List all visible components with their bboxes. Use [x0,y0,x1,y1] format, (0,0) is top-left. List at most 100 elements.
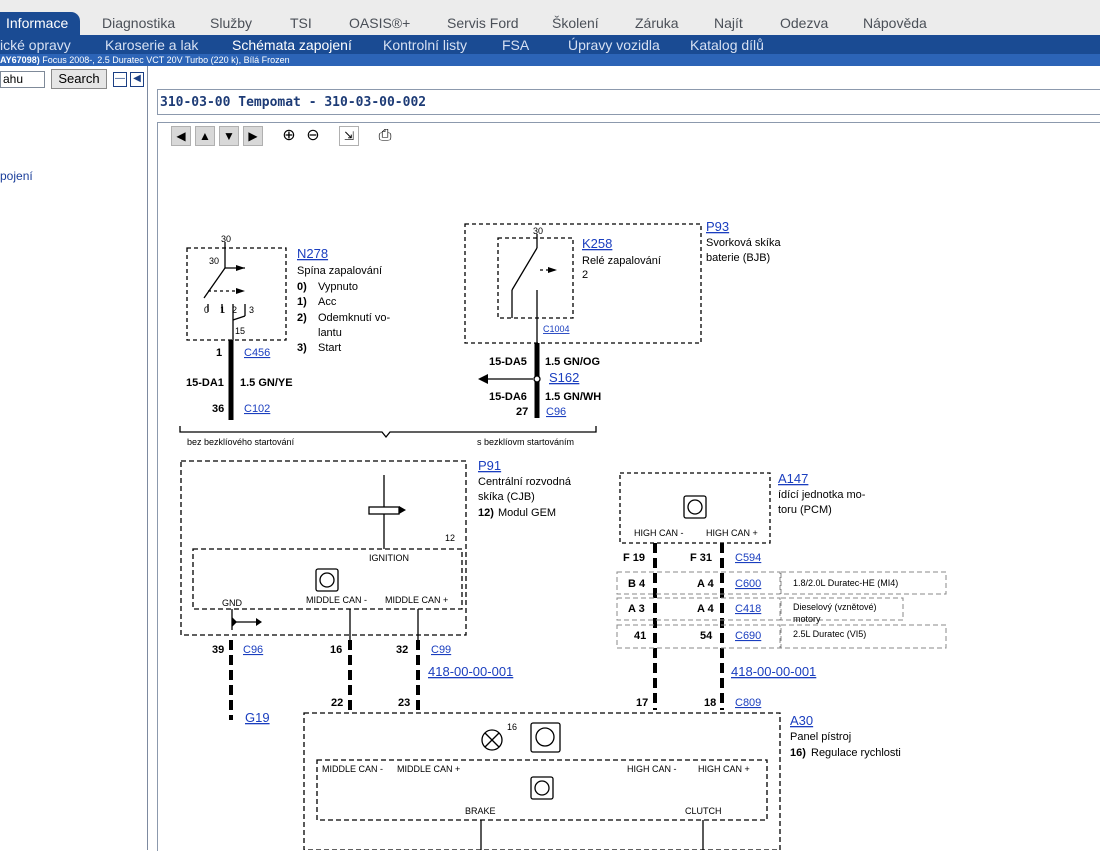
tab-diagnostika[interactable]: Diagnostika [102,15,176,31]
n278-pin-2: 2 [232,305,237,315]
p91-desc-2: skíka (CJB) [478,491,535,503]
n278-item-1: Acc [318,296,337,308]
c809-link[interactable]: C809 [735,697,761,709]
n278-title: Spína zapalování [297,265,382,277]
title-frame [157,89,1100,115]
pin-22: 22 [331,697,343,709]
c1004-link[interactable]: C1004 [543,324,570,334]
n278-item-3: Start [318,342,341,354]
gnd-label: GND [222,598,243,608]
subtab-upravy[interactable]: Úpravy vozidla [568,37,660,53]
arrow-left-icon[interactable]: ◀ [171,126,191,146]
c594-link[interactable]: C594 [735,552,761,564]
c96-link-bottom[interactable]: C96 [243,644,263,656]
c690-link[interactable]: C690 [735,630,761,642]
subtab-kontrolni-listy[interactable]: Kontrolní listy [383,37,468,53]
subtab-fsa[interactable]: FSA [502,37,530,53]
n278-item-2-num: 2) [297,312,307,324]
brace-label-left: bez bezklíového startování [187,437,295,447]
pcm-row-2-note-b: motory [793,614,821,624]
pin-32: 32 [396,644,408,656]
arrow-up-icon[interactable]: ▲ [195,126,215,146]
c99-link[interactable]: C99 [431,644,451,656]
g19-link[interactable]: G19 [245,710,270,725]
collapse-button[interactable]: — [113,72,127,87]
c96-link-top[interactable]: C96 [546,406,566,418]
n278-item-3-num: 3) [297,342,307,354]
p93-link[interactable]: P93 [706,219,729,234]
pcm-row-2-left: A 3 [628,603,645,615]
pcm-row-3-left: 41 [634,630,646,642]
n278-item-0-num: 0) [297,281,307,293]
k258-link[interactable]: K258 [582,236,612,251]
tab-odezva[interactable]: Odezva [780,15,829,31]
zoom-out-icon[interactable]: ⊖ [306,127,320,144]
diagram-frame [157,122,1100,851]
tab-informace[interactable]: Informace [0,12,81,35]
arrow-right-icon[interactable]: ▶ [243,126,263,146]
fit-view-icon[interactable]: ⇲ [339,126,359,146]
p91-link[interactable]: P91 [478,458,501,473]
n278-pin-15: 15 [235,326,245,336]
brake-label: BRAKE [465,806,496,816]
n278-item-2b: lantu [318,327,342,339]
tab-skoleni[interactable]: Školení [552,15,599,31]
subtab-katalog[interactable]: Katalog dílů [690,37,764,53]
arrow-down-icon[interactable]: ▼ [219,126,239,146]
a30-link[interactable]: A30 [790,713,813,728]
wire-spec-gn-wh: 1.5 GN/WH [545,391,601,403]
search-input[interactable] [0,71,45,88]
tab-servis-ford[interactable]: Servis Ford [447,15,519,31]
page-title: 310-03-00 Tempomat - 310-03-00-002 [160,95,427,110]
pcm-row-1-right: A 4 [697,578,715,590]
a147-hcan-plus: HIGH CAN + [706,528,758,538]
c600-link[interactable]: C600 [735,578,761,590]
n278-item-2: Odemknutí vo- [318,312,390,324]
tab-napoveda[interactable]: Nápověda [863,15,927,31]
a30-mcan-plus: MIDDLE CAN + [397,764,460,774]
zoom-in-icon[interactable]: ⊕ [282,127,296,144]
vehicle-info-bar: AY67098) Focus 2008-, 2.5 Duratec VCT 20… [0,54,1100,66]
a147-link[interactable]: A147 [778,471,808,486]
n278-pin-3: 3 [249,305,254,315]
n278-pin-left: 30 [209,256,219,266]
a30-desc-2: Regulace rychlosti [811,747,901,759]
pcm-row-3-note: 2.5L Duratec (VI5) [793,629,866,639]
c418-link[interactable]: C418 [735,603,761,615]
tab-zaruka[interactable]: Záruka [635,15,679,31]
print-icon[interactable]: ⎙ [378,127,392,144]
p93-desc-2: baterie (BJB) [706,252,770,264]
c102-link[interactable]: C102 [244,403,270,415]
tab-oasis[interactable]: OASIS®+ [349,15,411,31]
pcm-row-2-note: Dieselový (vznětové) [793,602,877,612]
pcm-row-0-left: F 19 [623,552,645,564]
n278-pin-1: 1 [220,305,225,315]
content-area: 310-03-00 Tempomat - 310-03-00-002 ◀ ▲ ▼… [148,66,1100,851]
s162-link[interactable]: S162 [549,370,579,385]
pcm-row-2-right: A 4 [697,603,715,615]
pcm-row-0-right: F 31 [690,552,712,564]
n278-link[interactable]: N278 [297,246,328,261]
hide-pane-button[interactable]: ◀ [130,72,144,87]
circuit-15-da6: 15-DA6 [489,391,527,403]
search-button[interactable]: Search [51,69,107,89]
ref-418-left[interactable]: 418-00-00-001 [428,664,513,679]
a30-desc-2-num: 16) [790,747,806,759]
a30-desc-1: Panel pístroj [790,731,851,743]
subtab-opravy[interactable]: ické opravy [0,37,71,53]
circuit-15-da5: 15-DA5 [489,356,527,368]
subtab-karoserie[interactable]: Karoserie a lak [105,37,199,53]
pcm-row-1-note: 1.8/2.0L Duratec-HE (MI4) [793,578,898,588]
c456-link[interactable]: C456 [244,347,270,359]
tab-najit[interactable]: Najít [714,15,743,31]
subtab-schemata[interactable]: Schémata zapojení [232,37,352,53]
ref-418-right[interactable]: 418-00-00-001 [731,664,816,679]
a147-desc-1: ídící jednotka mo- [778,489,866,501]
p91-mcan-minus: MIDDLE CAN - [306,595,367,605]
brace-label-right: s bezklíovm startováním [477,437,574,447]
pcm-row-1-left: B 4 [628,578,646,590]
tab-tsi[interactable]: TSI [290,15,312,31]
tree-item-schemata[interactable]: pojení [0,169,33,183]
tab-sluzby[interactable]: Služby [210,15,253,31]
